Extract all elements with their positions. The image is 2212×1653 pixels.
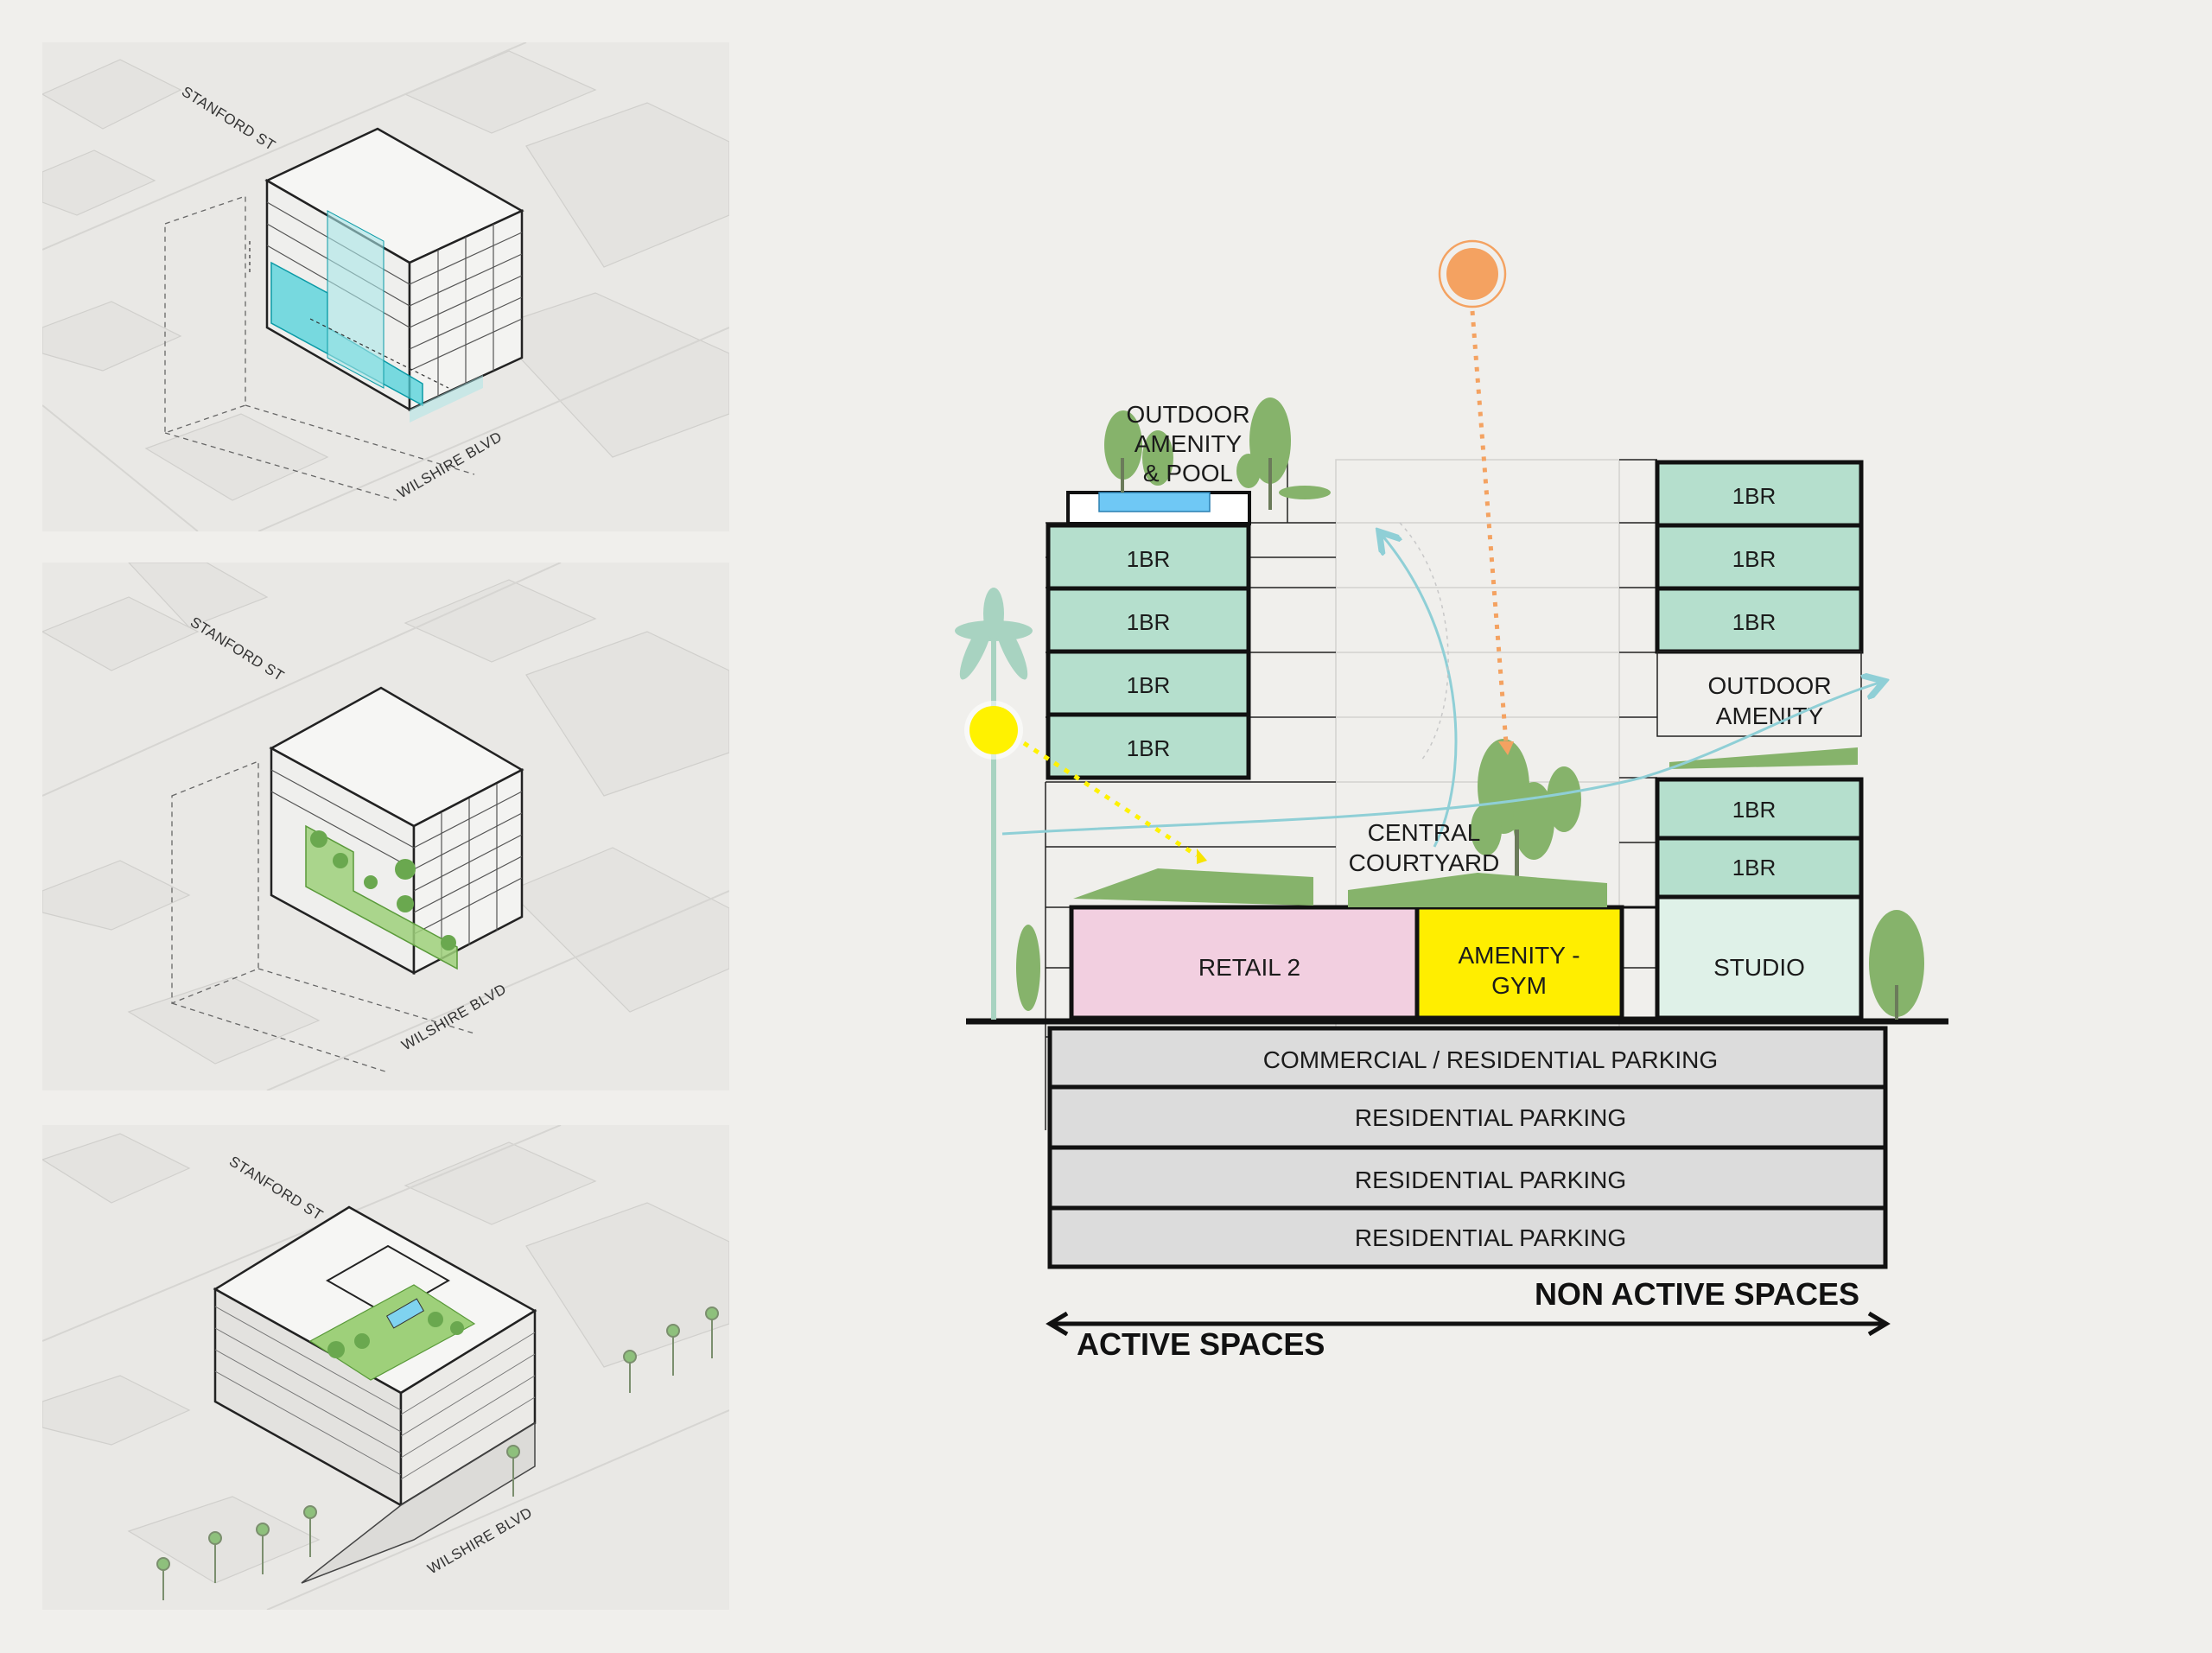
pool-icon: [385, 1298, 425, 1329]
palm-tree-icon: [303, 1505, 317, 1557]
iso-view-courtyard: STANFORD ST WILSHIRE BLVD: [42, 42, 729, 531]
parking-level-2: [1047, 1084, 1888, 1150]
outdoor-amenity-label: AMENITY: [1716, 703, 1824, 729]
shrub-bed: [1016, 747, 1924, 1020]
palm-tree-icon: [705, 1307, 719, 1358]
iso-view-2-drawing: STANFORD ST WILSHIRE BLVD: [42, 563, 729, 1090]
gym-label: AMENITY -: [1458, 942, 1580, 969]
gym-label: GYM: [1491, 972, 1547, 999]
unit-label: 1BR: [1732, 855, 1777, 881]
retail-label: RETAIL 2: [1198, 954, 1300, 981]
unit-label: 1BR: [1732, 546, 1777, 572]
courtyard-label: CENTRAL: [1368, 819, 1481, 846]
roof-garden: [308, 1284, 476, 1381]
tree-icon: [1471, 739, 1581, 890]
iso-view-1-drawing: STANFORD ST WILSHIRE BLVD: [42, 42, 729, 531]
airflow-arrow: [1001, 683, 1879, 836]
iso-view-garden: STANFORD ST WILSHIRE BLVD: [42, 563, 729, 1090]
parking-label: RESIDENTIAL PARKING: [1355, 1167, 1626, 1193]
building-section-diagram: 1BR 1BR 1BR 1BR 1BR 1BR 1BR OUTDOOR AMEN…: [955, 239, 1948, 1362]
sun-icon: [1438, 239, 1507, 308]
non-active-spaces-label: NON ACTIVE SPACES: [1535, 1276, 1859, 1312]
iso-view-3-drawing: STANFORD ST WILSHIRE BLVD: [42, 1125, 729, 1610]
parking-label: RESIDENTIAL PARKING: [1355, 1224, 1626, 1251]
palm-tree-icon: [623, 1350, 637, 1393]
parking-label: COMMERCIAL / RESIDENTIAL PARKING: [1263, 1046, 1718, 1073]
palm-tree-icon: [208, 1531, 222, 1583]
sun-icon: [964, 701, 1023, 760]
unit-1br-right-3: [1655, 586, 1864, 654]
unit-1br-left-1: [1046, 523, 1251, 591]
palm-tree-icon: [506, 1445, 520, 1497]
unit-label: 1BR: [1127, 672, 1171, 698]
parking-level-3: [1047, 1145, 1888, 1211]
iso-view-final: STANFORD ST WILSHIRE BLVD: [42, 1125, 729, 1610]
unit-label: 1BR: [1732, 797, 1777, 823]
roof-amenity-label: AMENITY: [1135, 430, 1243, 457]
palm-tree-icon: [156, 1557, 170, 1600]
studio-unit: [1655, 894, 1864, 1020]
airflow-arrow: [1382, 536, 1458, 848]
unit-label: 1BR: [1127, 609, 1171, 635]
street-label-wilshire: WILSHIRE BLVD: [399, 981, 510, 1054]
sunlight-ray: [1022, 741, 1198, 858]
street-label-stanford: STANFORD ST: [188, 614, 287, 684]
pool-icon: [1098, 492, 1211, 512]
outdoor-amenity-label: OUTDOOR: [1707, 672, 1831, 699]
parking-level-4: [1047, 1205, 1888, 1269]
unit-label: 1BR: [1732, 483, 1777, 509]
unit-label: 1BR: [1127, 735, 1171, 761]
studio-label: STUDIO: [1713, 954, 1805, 981]
unit-1br-right-2: [1655, 523, 1864, 591]
active-spaces-label: ACTIVE SPACES: [1077, 1326, 1325, 1362]
palm-tree-icon: [955, 588, 1033, 1020]
palm-tree-icon: [666, 1324, 680, 1376]
tree-icon: [1104, 397, 1331, 510]
unit-label: 1BR: [1732, 609, 1777, 635]
roof-amenity-label: & POOL: [1143, 460, 1233, 486]
sunlight-ray: [1470, 310, 1509, 744]
palm-tree-icon: [256, 1523, 270, 1574]
unit-label: 1BR: [1127, 546, 1171, 572]
double-arrow-icon: [1046, 1311, 1891, 1337]
street-label-stanford: STANFORD ST: [226, 1153, 326, 1224]
unit-1br-right-4: [1655, 777, 1864, 841]
unit-1br-left-4: [1046, 712, 1251, 780]
roof-amenity-label: OUTDOOR: [1126, 401, 1249, 428]
courtyard-label: COURTYARD: [1349, 849, 1500, 876]
parking-label: RESIDENTIAL PARKING: [1355, 1104, 1626, 1131]
street-label-stanford: STANFORD ST: [179, 83, 278, 154]
